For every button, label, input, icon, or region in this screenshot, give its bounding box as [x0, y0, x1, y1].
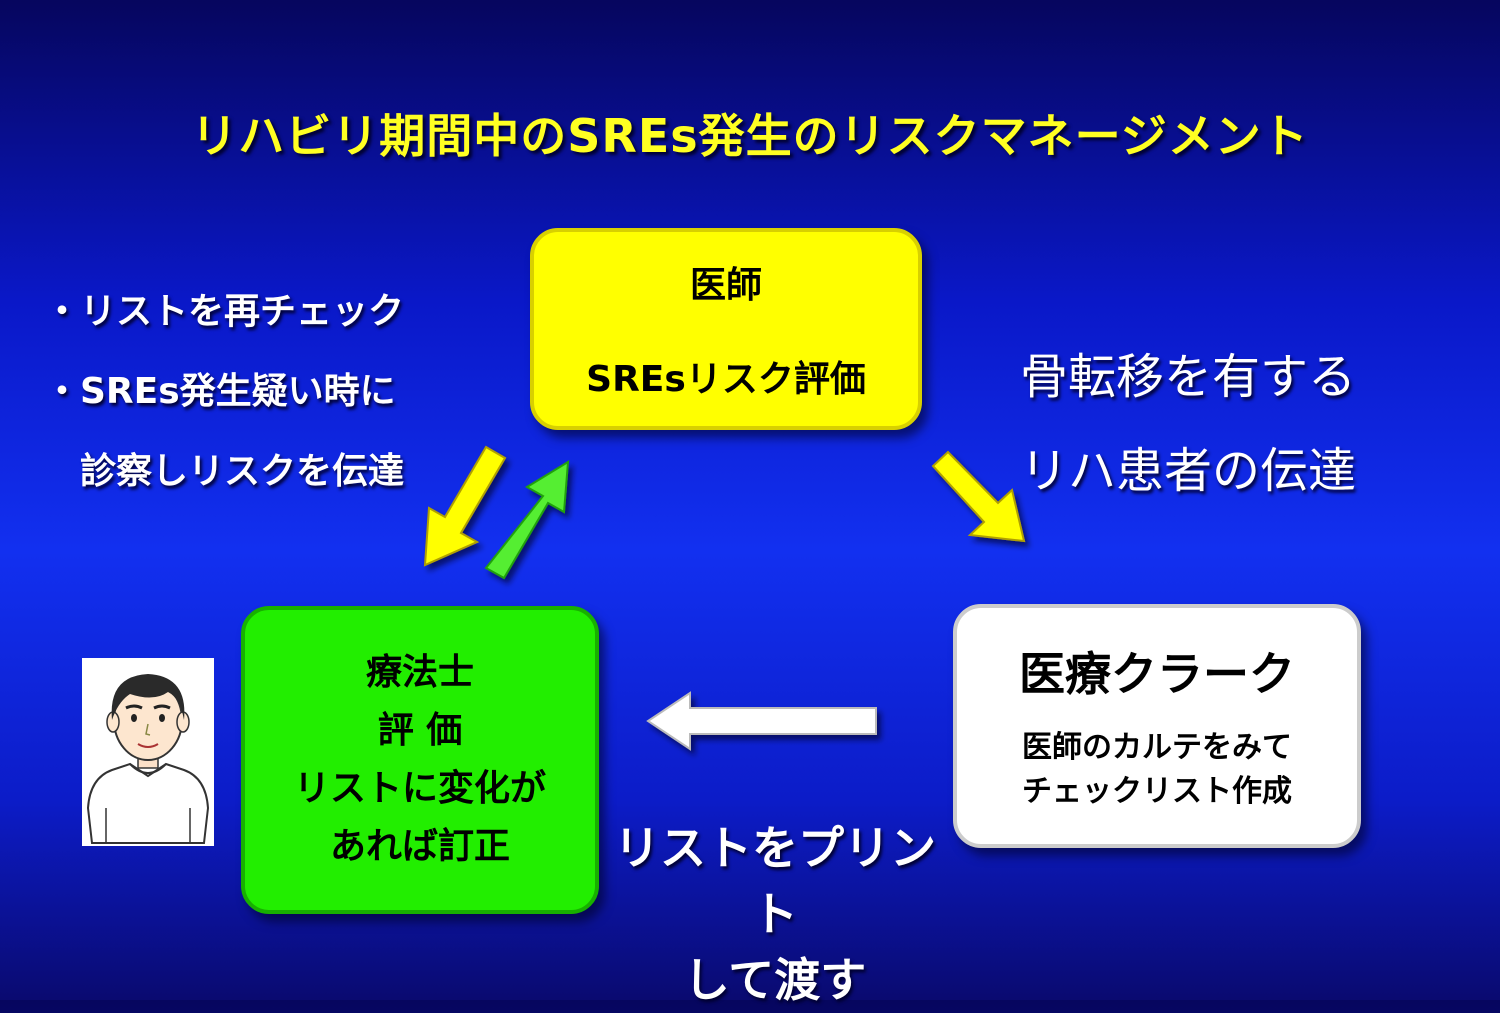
clerk-box-task-line1: 医師のカルテをみて — [1022, 730, 1292, 765]
arrow-down-right-icon — [931, 450, 1026, 543]
arrow-up-right-icon — [484, 460, 570, 580]
arrow-down-left-icon — [423, 445, 507, 567]
therapist-box-note-line2: あれば訂正 — [329, 826, 510, 867]
left-note-item: ・ SREs発生疑い時に — [44, 352, 404, 432]
therapist-box-label: 療法士 — [365, 652, 474, 693]
left-note-item: ・ リストを再チェック — [44, 272, 404, 352]
arrow-left-icon — [646, 691, 877, 751]
bottom-note-line2: して渡す — [683, 953, 867, 1007]
therapist-box-task: 評 価 — [377, 710, 463, 751]
left-note-text: 診察しリスクを伝達 — [80, 451, 405, 492]
left-note-item-continued: 診察しリスクを伝達 — [44, 432, 404, 512]
bottom-note: リストをプリント して渡す — [600, 815, 950, 1013]
clerk-box-label: 医療クラーク — [1019, 647, 1295, 701]
left-notes: ・ リストを再チェック ・ SREs発生疑い時に 診察しリスクを伝達 — [44, 272, 404, 512]
bullet-mark: ・ — [44, 291, 81, 332]
right-note-line2: リハ患者の伝達 — [1020, 443, 1357, 499]
left-note-text: リストを再チェック — [80, 291, 405, 332]
clerk-box: 医療クラーク 医師のカルテをみて チェックリスト作成 — [953, 604, 1361, 848]
left-note-text: SREs発生疑い時に — [80, 371, 396, 412]
doctor-box-task: SREsリスク評価 — [586, 359, 866, 400]
right-note-line1: 骨転移を有する — [1020, 349, 1357, 405]
therapist-box: 療法士 評 価 リストに変化が あれば訂正 — [241, 606, 599, 914]
doctor-box: 医師 SREsリスク評価 — [530, 228, 922, 430]
clerk-box-task-line2: チェックリスト作成 — [1022, 774, 1292, 809]
doctor-box-label: 医師 — [689, 265, 762, 306]
bottom-note-line1: リストをプリント — [614, 821, 936, 941]
therapist-person-icon — [82, 658, 214, 846]
slide-title: リハビリ期間中のSREs発生のリスクマネージメント — [191, 109, 1309, 163]
therapist-box-note-line1: リストに変化が — [293, 768, 546, 809]
bullet-mark: ・ — [44, 371, 81, 412]
right-note: 骨転移を有する リハ患者の伝達 — [1020, 330, 1356, 518]
